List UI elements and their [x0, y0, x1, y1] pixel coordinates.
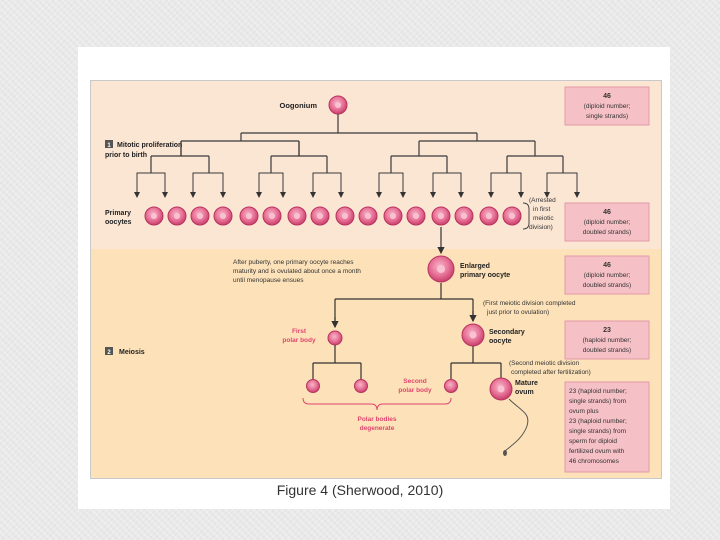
first-polar-body	[327, 330, 343, 346]
chromosome-box-4: 23 (haploid number; doubled strands)	[564, 320, 650, 360]
primary-oocyte-2	[167, 206, 187, 226]
svg-text:46: 46	[603, 209, 611, 216]
svg-text:fertilized ovum with: fertilized ovum with	[569, 448, 625, 455]
second-division-lines	[450, 346, 502, 379]
puberty-line2: maturity and is ovulated about once a mo…	[233, 268, 361, 275]
primary-oocyte-15	[479, 206, 499, 226]
svg-text:46 chromosomes: 46 chromosomes	[569, 458, 620, 465]
primary-oocytes-label-line1: Primary	[105, 210, 131, 217]
primary-oocyte-13	[431, 206, 451, 226]
first-division-line1: (First meiotic division completed	[483, 300, 576, 307]
arrested-line1: (Arrested	[529, 197, 556, 204]
polar-body-2	[354, 379, 368, 393]
first-polar-line2: polar body	[282, 337, 316, 344]
first-division-lines	[334, 283, 474, 327]
oogenesis-diagram: Oogonium 1 Mitotic proliferation prior t…	[91, 81, 661, 478]
svg-text:ovum plus: ovum plus	[569, 408, 599, 415]
chromosome-box-3: 46 (diploid number; doubled strands)	[564, 255, 650, 295]
primary-oocyte-row	[144, 206, 522, 226]
figure-caption: Figure 4 (Sherwood, 2010)	[0, 482, 720, 498]
secondary-label-line2: oocyte	[489, 338, 512, 345]
enlarged-label-line1: Enlarged	[460, 263, 490, 270]
arrested-line3: meiotic	[533, 215, 554, 222]
svg-text:23: 23	[603, 327, 611, 334]
svg-text:single strands) from: single strands) from	[569, 398, 626, 405]
primary-oocyte-11	[383, 206, 403, 226]
primary-oocyte-3	[190, 206, 210, 226]
svg-text:(diploid number;: (diploid number;	[584, 272, 631, 279]
svg-text:doubled strands): doubled strands)	[583, 229, 631, 236]
svg-text:doubled strands): doubled strands)	[583, 282, 631, 289]
oogenesis-figure: Oogonium 1 Mitotic proliferation prior t…	[90, 80, 662, 479]
enlarged-primary-oocyte	[427, 255, 455, 283]
second-polar-line1: Second	[403, 378, 427, 385]
svg-text:(diploid number;: (diploid number;	[584, 103, 631, 110]
primary-oocyte-10	[358, 206, 378, 226]
svg-text:single strands) from: single strands) from	[569, 428, 626, 435]
primary-oocyte-16	[502, 206, 522, 226]
svg-text:23 (haploid number;: 23 (haploid number;	[569, 388, 627, 395]
oogonium-label: Oogonium	[280, 101, 318, 110]
caption-text: Figure 4 (Sherwood, 2010)	[276, 482, 444, 498]
secondary-oocyte	[461, 323, 485, 347]
step2-marker	[105, 347, 113, 355]
polar-body-division-lines	[312, 345, 362, 379]
first-division-line2: just prior to ovulation)	[486, 309, 549, 316]
primary-oocyte-1	[144, 206, 164, 226]
sperm-tail	[504, 398, 529, 452]
sperm-head	[503, 450, 507, 456]
polar-body-1	[306, 379, 320, 393]
arrested-line4: division)	[529, 224, 553, 231]
second-polar-body	[444, 379, 458, 393]
chromosome-box-1: 46 (diploid number; single strands)	[564, 86, 650, 126]
primary-oocyte-7	[287, 206, 307, 226]
step1-label-line1: Mitotic proliferation	[117, 142, 182, 149]
svg-text:(haploid number;: (haploid number;	[583, 337, 632, 344]
arrested-line2: in first	[533, 206, 551, 213]
svg-text:sperm for diploid: sperm for diploid	[569, 438, 617, 445]
primary-oocyte-6	[262, 206, 282, 226]
second-division-line2: completed after fertilization)	[511, 369, 591, 376]
primary-oocyte-5	[239, 206, 259, 226]
primary-oocyte-8	[310, 206, 330, 226]
step1-label-line2: prior to birth	[105, 152, 147, 159]
svg-text:(diploid number;: (diploid number;	[584, 219, 631, 226]
svg-text:23 (haploid number;: 23 (haploid number;	[569, 418, 627, 425]
first-polar-line1: First	[292, 328, 307, 335]
degenerate-line1: Polar bodies	[357, 416, 396, 423]
polar-bodies-bracket	[302, 397, 452, 411]
arrested-bracket	[522, 202, 530, 230]
mature-label-line2: ovum	[515, 389, 534, 396]
mature-label-line1: Mature	[515, 380, 538, 387]
mitosis-tree-lines	[150, 114, 564, 173]
primary-oocyte-12	[406, 206, 426, 226]
puberty-line1: After puberty, one primary oocyte reache…	[233, 259, 354, 266]
chromosome-box-2: 46 (diploid number; doubled strands)	[564, 202, 650, 242]
degenerate-line2: degenerate	[360, 425, 395, 432]
step1-number: 1	[107, 143, 111, 149]
secondary-label-line1: Secondary	[489, 329, 525, 336]
chromosome-box-5: 23 (haploid number; single strands) from…	[564, 381, 650, 473]
svg-text:single strands): single strands)	[586, 113, 628, 120]
primary-oocyte-14	[454, 206, 474, 226]
step2-label: Meiosis	[119, 349, 145, 356]
oogonium-cell	[328, 95, 348, 115]
puberty-line3: until menopause ensues	[233, 277, 304, 284]
second-polar-line2: polar body	[398, 387, 432, 394]
step2-number: 2	[107, 350, 111, 356]
second-division-line1: (Second meiotic division	[509, 360, 579, 367]
svg-text:46: 46	[603, 93, 611, 100]
svg-text:doubled strands): doubled strands)	[583, 347, 631, 354]
step1-marker	[105, 140, 113, 148]
mitosis-final-arrows	[134, 172, 580, 198]
svg-text:46: 46	[603, 262, 611, 269]
primary-oocyte-9	[335, 206, 355, 226]
enlarged-label-line2: primary oocyte	[460, 272, 510, 279]
primary-oocytes-label-line2: oocytes	[105, 219, 132, 226]
mature-ovum	[489, 377, 529, 456]
primary-oocyte-4	[213, 206, 233, 226]
